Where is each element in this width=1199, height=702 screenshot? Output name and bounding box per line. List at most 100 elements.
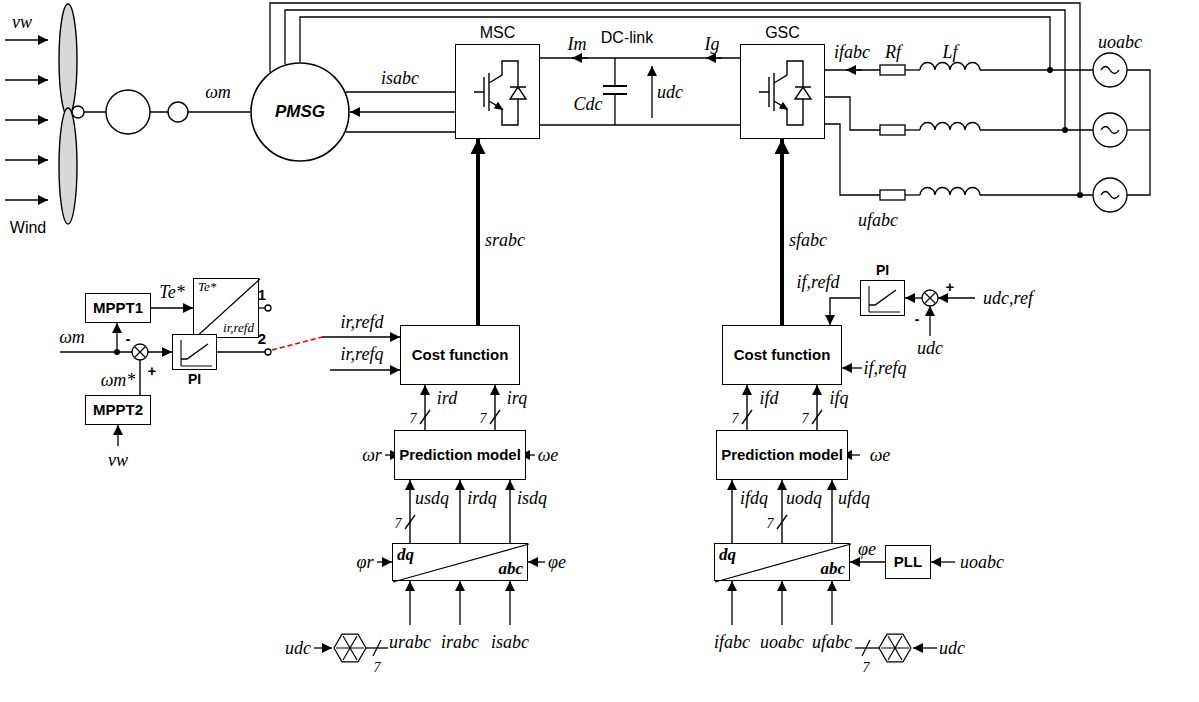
stator-wires [346,131,455,132]
grid-filter [880,65,905,75]
wind-turbine [72,106,84,118]
signal-label: if,refd [797,273,840,291]
pi-controller: PI [172,334,217,370]
control-wires [373,640,381,656]
signal-label: udc [285,639,311,657]
node-label: MPPT2 [93,401,143,418]
converter-box: GSC [740,44,825,139]
control-wires [259,307,265,308]
measurement-rails [285,10,1065,130]
node-symbol [474,61,526,125]
node-sublabel: ir,refd [223,321,254,336]
grid-source [1101,67,1119,199]
connector [731,480,732,543]
bus-slash [405,515,415,529]
signal-label: Rf [885,43,901,61]
signal-label: isabc [491,633,529,651]
sign-mark: + [148,362,157,379]
mppt-block: MPPT1 [85,293,151,323]
sign-mark: 1 [258,286,266,303]
mppt-block: MPPT2 [85,395,151,425]
connector [831,480,832,543]
measurement-rails [300,17,1050,70]
signal-label: ifd [759,389,778,407]
cost-function-box: Cost function [722,325,842,385]
grid-filter [880,190,905,200]
connector [540,57,740,58]
node-shape [741,45,824,138]
connector [816,385,817,430]
wind-turbine [106,90,150,134]
connector [459,480,460,543]
signal-label: Cdc [574,95,603,113]
control-wires [217,351,265,352]
grid-filter [825,124,880,195]
wind-arrows [5,119,48,120]
signal-label: udc [657,83,683,101]
signal-label: uoabc [1098,33,1142,51]
pll-box: PLL [885,545,931,579]
grid-filter [880,125,905,135]
wind-turbine [59,108,77,224]
signal-label: φe [548,553,566,571]
control-wires [409,581,410,625]
signal-label: ufdq [838,489,870,507]
signal-label: uoabc [960,553,1004,571]
signal-label: ird [437,389,457,407]
signal-label: Im [568,35,587,53]
control-wires [929,306,930,336]
node-symbol [251,63,349,161]
signal-label: φr [357,553,374,571]
dc-link [614,58,615,86]
bus-width: 7 [863,660,870,676]
signal-label: srabc [485,231,525,249]
node-label: Cost function [734,346,831,363]
node-label: PMSG [275,102,325,122]
summing-junction [132,344,148,360]
bus-width: 7 [767,516,774,532]
node-label: MPPT1 [93,299,143,316]
connector [746,385,747,430]
node-shape [173,335,216,369]
wind-turbine [59,4,250,224]
signal-label: DC-link [601,29,653,47]
inverter-hexagon [334,634,366,662]
signal-label: ifabc [714,633,750,651]
signal-label: irdq [467,489,496,507]
grid-filter [980,194,1093,195]
signal-label: isdq [517,489,547,507]
grid-filter [905,69,920,70]
grid-filter [825,69,880,70]
signal-label: isabc [381,69,419,87]
grid-filter [825,97,880,130]
connector [509,480,510,543]
node-symbol [510,87,526,99]
connector [781,480,782,543]
summing-junction [135,347,146,358]
connector [830,298,860,325]
grid-filter [920,188,980,195]
bus-slash [490,410,500,424]
measurement-rails [270,3,1080,195]
dc-link [614,94,615,125]
control-wires [842,367,862,368]
grid-filter [905,129,920,130]
node-label: Prediction model [721,446,843,463]
control-wires [855,647,879,648]
node-symbol [393,544,529,582]
grid-filter [980,69,1093,70]
node-sublabel: abc [820,559,845,579]
node-label: PI [153,371,236,387]
signal-label: uodq [786,489,822,507]
dc-link [603,85,627,87]
signal-label: irabc [441,633,479,651]
dc-link [540,58,740,125]
control-wires [116,323,117,352]
signal-label: vw [108,451,128,469]
node-sublabel: abc [498,559,523,579]
control-wires [831,581,832,625]
bus-width: 7 [732,411,739,427]
node-symbol [795,87,811,99]
control-wires [330,369,400,370]
control-wires [322,336,400,337]
